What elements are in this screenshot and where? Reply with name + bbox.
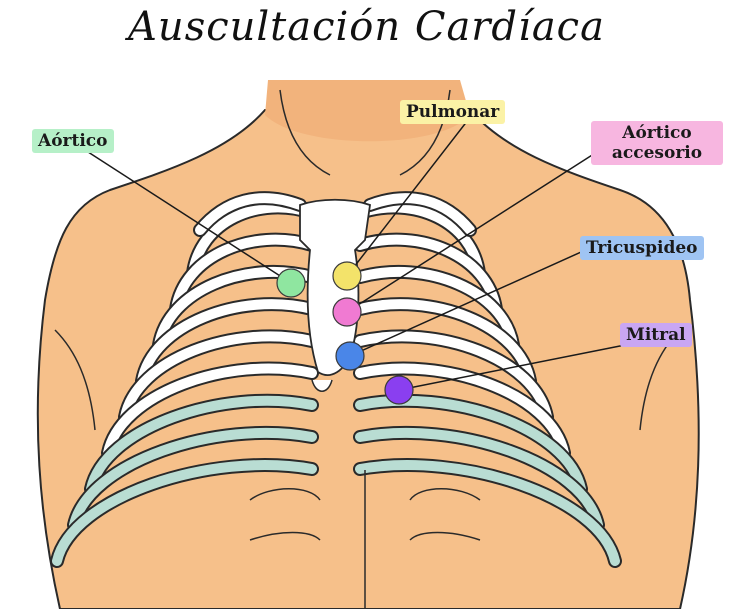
label-pulmonar: Pulmonar [400,100,505,124]
auscultation-point-mitral [385,376,413,404]
label-aortico: Aórtico [32,129,114,153]
label-mitral: Mitral [620,323,692,347]
auscultation-point-aortico [277,269,305,297]
label-aortico-accesorio: Aórtico accesorio [591,121,723,165]
auscultation-point-aortico-accesorio [333,298,361,326]
page-title: Auscultación Cardíaca [0,4,733,50]
auscultation-point-tricuspideo [336,342,364,370]
auscultation-point-pulmonar [333,262,361,290]
label-tricuspideo: Tricuspideo [580,236,704,260]
